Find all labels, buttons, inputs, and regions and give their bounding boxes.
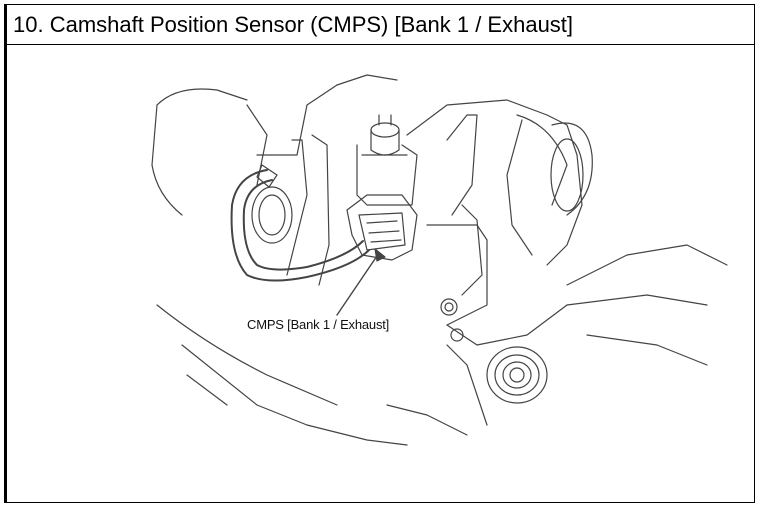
round-plug (486, 346, 548, 404)
cmps-callout-label: CMPS [Bank 1 / Exhaust] (247, 317, 390, 332)
cmps-connector (346, 194, 418, 261)
procedure-frame: 10. Camshaft Position Sensor (CMPS) [Ban… (4, 4, 755, 503)
section-title: 10. Camshaft Position Sensor (CMPS) [Ban… (7, 5, 754, 45)
wiring-harness (230, 169, 370, 282)
engine-illustration: CMPS [Bank 1 / Exhaust] (7, 45, 754, 502)
callout-leader-line (336, 252, 380, 316)
cmps-location-drawing (151, 74, 728, 446)
engine-outline (156, 88, 248, 106)
